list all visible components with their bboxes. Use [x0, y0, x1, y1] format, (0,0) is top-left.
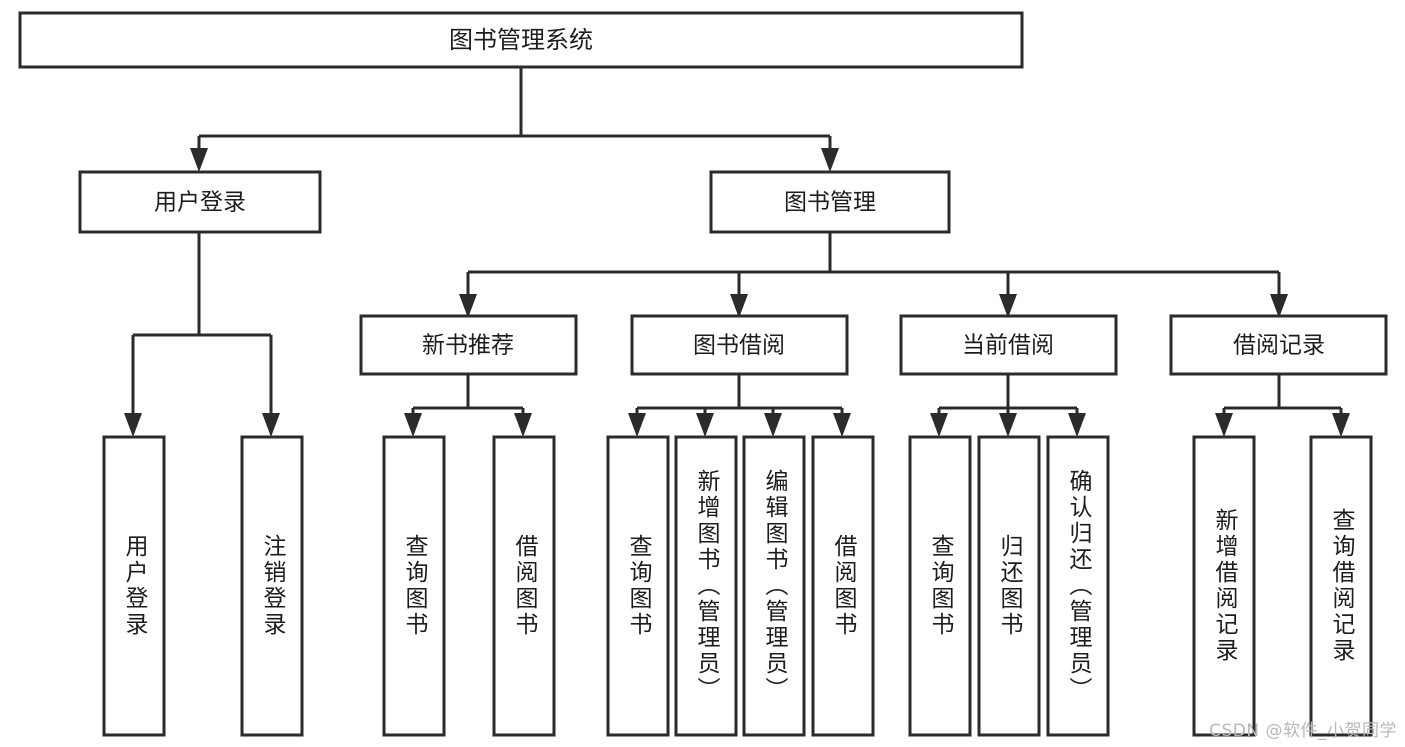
node-borrow-record-label: 借阅记录 [1233, 333, 1325, 359]
node-book-management-label: 图书管理 [784, 190, 876, 216]
leaf-borrow-book-2-label: 借阅图书 [830, 534, 858, 638]
node-book-borrow-label: 图书借阅 [693, 333, 785, 359]
leaf-edit-book-label: 编辑图书（管理员） [761, 469, 789, 703]
node-root-label: 图书管理系统 [449, 26, 593, 54]
node-user-login[interactable]: 用户登录 [78, 170, 322, 234]
arrow-user-login-leaf-2 [262, 413, 280, 437]
leaf-query-book-1-box[interactable] [382, 435, 446, 737]
leaf-add-book-label: 新增图书（管理员） [693, 469, 721, 703]
node-new-book-recommend-label: 新书推荐 [422, 333, 514, 359]
leaf-edit-book-box[interactable] [742, 435, 806, 737]
node-borrow-record[interactable]: 借阅记录 [1169, 314, 1388, 376]
arrow-bm-to-book-borrow [730, 294, 748, 318]
leaf-user-login[interactable]: 用户登录 [102, 435, 166, 737]
arrow-root-to-user-login [190, 148, 208, 172]
arrow-bm-to-new-book-recommend [459, 294, 477, 318]
leaf-query-book-3[interactable]: 查询图书 [908, 435, 972, 737]
arrow-br-leaf-1 [1215, 413, 1233, 437]
leaf-add-book-box[interactable] [674, 435, 738, 737]
leaf-query-book-2-label: 查询图书 [625, 534, 653, 638]
connector-layer [124, 67, 1350, 437]
node-book-management-box[interactable] [709, 170, 951, 234]
leaf-query-record-label: 查询借阅记录 [1328, 508, 1356, 664]
leaf-borrow-book-1[interactable]: 借阅图书 [492, 435, 556, 737]
arrow-bb-leaf-4 [833, 413, 851, 437]
node-user-login-label: 用户登录 [154, 190, 246, 216]
node-book-management[interactable]: 图书管理 [709, 170, 951, 234]
node-current-borrow[interactable]: 当前借阅 [899, 314, 1118, 376]
node-book-borrow[interactable]: 图书借阅 [630, 314, 849, 376]
leaf-logout-login-label: 注销登录 [259, 534, 287, 638]
arrow-cb-leaf-2 [999, 413, 1017, 437]
leaf-query-book-3-label: 查询图书 [927, 534, 955, 638]
arrow-bb-leaf-1 [628, 413, 646, 437]
leaf-user-login-label: 用户登录 [121, 534, 149, 638]
leaf-query-book-1[interactable]: 查询图书 [382, 435, 446, 737]
node-new-book-recommend-box[interactable] [359, 314, 578, 376]
leaf-borrow-book-1-box[interactable] [492, 435, 556, 737]
leaf-query-book-3-box[interactable] [908, 435, 972, 737]
leaf-query-book-2-box[interactable] [606, 435, 670, 737]
node-root[interactable]: 图书管理系统 [18, 11, 1024, 69]
node-book-borrow-box[interactable] [630, 314, 849, 376]
leaf-return-book[interactable]: 归还图书 [977, 435, 1041, 737]
node-user-login-box[interactable] [78, 170, 322, 234]
leaf-add-record-box[interactable] [1192, 435, 1256, 737]
arrow-root-to-book-management [821, 148, 839, 172]
leaf-borrow-book-1-label: 借阅图书 [511, 534, 539, 638]
leaf-query-record[interactable]: 查询借阅记录 [1309, 435, 1373, 737]
arrow-nbr-leaf-1 [404, 413, 422, 437]
leaf-logout-login-box[interactable] [240, 435, 304, 737]
leaf-borrow-book-2[interactable]: 借阅图书 [811, 435, 875, 737]
leaf-borrow-book-2-box[interactable] [811, 435, 875, 737]
leaf-edit-book[interactable]: 编辑图书（管理员） [742, 435, 806, 737]
arrow-user-login-leaf-1 [124, 413, 142, 437]
leaf-confirm-return[interactable]: 确认归还（管理员） [1046, 435, 1110, 737]
node-root-box[interactable] [18, 11, 1024, 69]
leaf-logout-login[interactable]: 注销登录 [240, 435, 304, 737]
leaf-confirm-return-box[interactable] [1046, 435, 1110, 737]
arrow-bm-to-current-borrow [999, 294, 1017, 318]
leaf-add-book[interactable]: 新增图书（管理员） [674, 435, 738, 737]
leaf-return-book-box[interactable] [977, 435, 1041, 737]
node-current-borrow-box[interactable] [899, 314, 1118, 376]
arrow-cb-leaf-1 [930, 413, 948, 437]
leaf-add-record-label: 新增借阅记录 [1211, 508, 1239, 664]
arrow-bm-to-borrow-record [1270, 294, 1288, 318]
leaf-confirm-return-label: 确认归还（管理员） [1065, 469, 1093, 703]
leaf-return-book-label: 归还图书 [996, 534, 1024, 638]
leaf-add-record[interactable]: 新增借阅记录 [1192, 435, 1256, 737]
leaf-query-book-2[interactable]: 查询图书 [606, 435, 670, 737]
leaf-query-book-1-label: 查询图书 [401, 534, 429, 638]
leaf-query-record-box[interactable] [1309, 435, 1373, 737]
arrow-nbr-leaf-2 [514, 413, 532, 437]
arrow-bb-leaf-2 [696, 413, 714, 437]
node-current-borrow-label: 当前借阅 [962, 333, 1054, 359]
leaf-user-login-box[interactable] [102, 435, 166, 737]
node-borrow-record-box[interactable] [1169, 314, 1388, 376]
arrow-cb-leaf-3 [1068, 413, 1086, 437]
arrow-br-leaf-2 [1332, 413, 1350, 437]
node-new-book-recommend[interactable]: 新书推荐 [359, 314, 578, 376]
arrow-bb-leaf-3 [764, 413, 782, 437]
